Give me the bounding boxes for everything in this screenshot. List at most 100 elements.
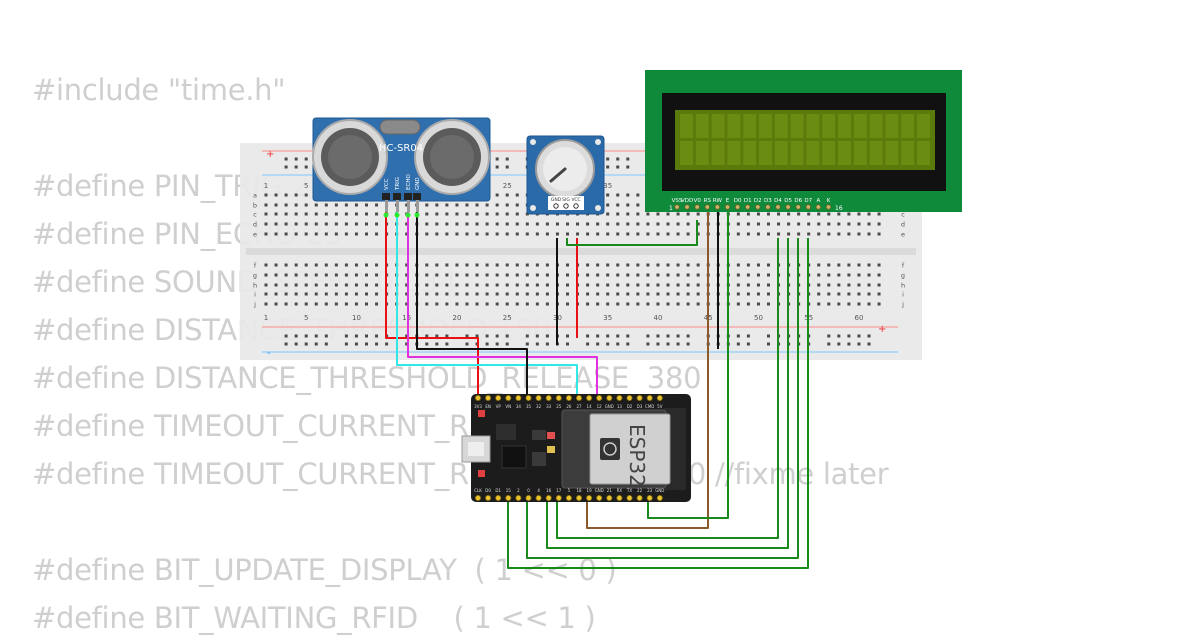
- lcd-pin-label: D4: [774, 198, 782, 204]
- wifi-logo-icon: [600, 438, 620, 460]
- lcd-pin-label: RW: [713, 198, 723, 204]
- esp32-pin-label: 3V3: [474, 404, 482, 409]
- esp32-pin-label: 26: [566, 404, 572, 409]
- pot-pin-label: VCC: [571, 197, 580, 203]
- wire-green-lcd-e: [647, 212, 729, 519]
- column-number: 35: [603, 182, 612, 190]
- wire-green-lcd-d7: [507, 238, 809, 569]
- esp32-pin-label: GND: [605, 404, 614, 409]
- column-number: 25: [503, 314, 512, 322]
- esp32-pin-label: D3: [637, 404, 643, 409]
- esp32-pin-label: 5V: [657, 404, 663, 409]
- esp32-module-label: ESP32: [625, 424, 649, 487]
- column-number: 5: [304, 314, 308, 322]
- esp32-pin-label: 18: [576, 488, 582, 493]
- lcd-pin-label: RS: [704, 198, 712, 204]
- esp32-pin-label: 34: [516, 404, 522, 409]
- column-number: 50: [754, 314, 763, 322]
- row-letter: i: [902, 291, 904, 299]
- esp32-pin-label: 19: [587, 488, 593, 493]
- esp32-pin-label: 17: [556, 488, 562, 493]
- row-letter: h: [901, 282, 905, 290]
- esp32-pin-label: CMD: [645, 404, 654, 409]
- esp32-pin-label: RX: [617, 488, 623, 493]
- esp32-pin-headers: [474, 394, 663, 501]
- lcd-character-cells: [680, 114, 930, 165]
- row-letter: f: [902, 262, 905, 270]
- esp32-pin-label: 0: [527, 488, 530, 493]
- row-letter: c: [901, 211, 905, 219]
- row-letter: d: [901, 221, 905, 229]
- row-letter: c: [253, 211, 257, 219]
- column-number: 5: [304, 182, 308, 190]
- row-letter: j: [253, 301, 256, 309]
- transducer-right-icon: [414, 119, 490, 195]
- row-letter: d: [253, 221, 257, 229]
- lcd-pin-label: D7: [804, 198, 812, 204]
- lcd-pin-label: D6: [794, 198, 802, 204]
- code-line: #define BIT_WAITING_RFID ( 1 << 1 ): [32, 601, 596, 635]
- lcd-pin-label: D2: [754, 198, 762, 204]
- esp32-pin-label: 14: [587, 404, 593, 409]
- usb-port-icon[interactable]: [461, 435, 491, 463]
- lcd-pin-last: 16: [835, 205, 843, 212]
- column-number: 1: [264, 182, 268, 190]
- row-letter: e: [253, 231, 257, 239]
- lcd-pin-label: V0: [694, 198, 702, 204]
- sensor-pin-label: TRIG: [395, 177, 401, 191]
- column-number: 35: [603, 314, 612, 322]
- rail-plus-tl: +: [266, 149, 274, 160]
- esp32-pin-label: 25: [556, 404, 562, 409]
- lcd-pin-label: A: [817, 198, 821, 204]
- row-letter: i: [254, 291, 256, 299]
- lcd-pin-label: D0: [734, 198, 742, 204]
- row-letter: g: [253, 272, 257, 280]
- wire-green-lcd-d5: [546, 238, 789, 549]
- wire-black-sensor-gnd: [416, 212, 528, 399]
- row-letter: f: [254, 262, 257, 270]
- code-line: #include "time.h": [32, 73, 286, 107]
- lcd-pin-label: D1: [744, 198, 752, 204]
- esp32-pin-label: 23: [647, 488, 653, 493]
- esp32-pin-label: 16: [546, 488, 552, 493]
- esp32-pin-label: EN: [485, 404, 491, 409]
- wire-brown-lcd-rw: [586, 212, 709, 529]
- esp32-pin-label: 27: [576, 404, 582, 409]
- esp32-pin-label: VP: [496, 404, 502, 409]
- esp32-pin-label: 2: [517, 488, 520, 493]
- pot-pin-label: GND: [551, 197, 562, 203]
- esp32-pin-label: 35: [526, 404, 532, 409]
- lcd-pin-label: D3: [764, 198, 772, 204]
- knob-icon[interactable]: [535, 139, 595, 199]
- esp32-pin-label: 32: [536, 404, 542, 409]
- esp32-pin-label: 33: [546, 404, 552, 409]
- esp32-pin-label: GND: [595, 488, 604, 493]
- lcd-pin-first: 1: [669, 205, 673, 212]
- code-line: #define DISTANCE_THRESHOLD_RELEASE 380: [32, 361, 702, 395]
- row-letter: j: [901, 301, 904, 309]
- sensor-pin-label: GND: [415, 177, 421, 190]
- sensor-pin-label: ECHO: [406, 174, 412, 190]
- esp32-pin-label: GND: [655, 488, 664, 493]
- lcd-pin-label: E: [726, 198, 730, 204]
- row-letter: b: [253, 202, 257, 210]
- wires: [385, 212, 809, 569]
- lcd-pin-label: VSS: [672, 198, 683, 204]
- wire-cyan-sensor-trig: [396, 212, 578, 399]
- esp32-pin-label: 12: [597, 404, 603, 409]
- wire-green-lcd-d4: [556, 238, 779, 539]
- row-letter: e: [901, 231, 905, 239]
- lcd-pin-label: K: [827, 198, 831, 204]
- esp32-pin-label: VN: [505, 404, 511, 409]
- esp32-pin-label: CLK: [474, 488, 482, 493]
- wire-magenta-sensor-echo: [407, 212, 598, 399]
- sensor-pin-label: VCC: [384, 178, 390, 190]
- column-number: 20: [452, 314, 461, 322]
- esp32-pin-label: D1: [495, 488, 501, 493]
- esp32-pin-label: 4: [537, 488, 540, 493]
